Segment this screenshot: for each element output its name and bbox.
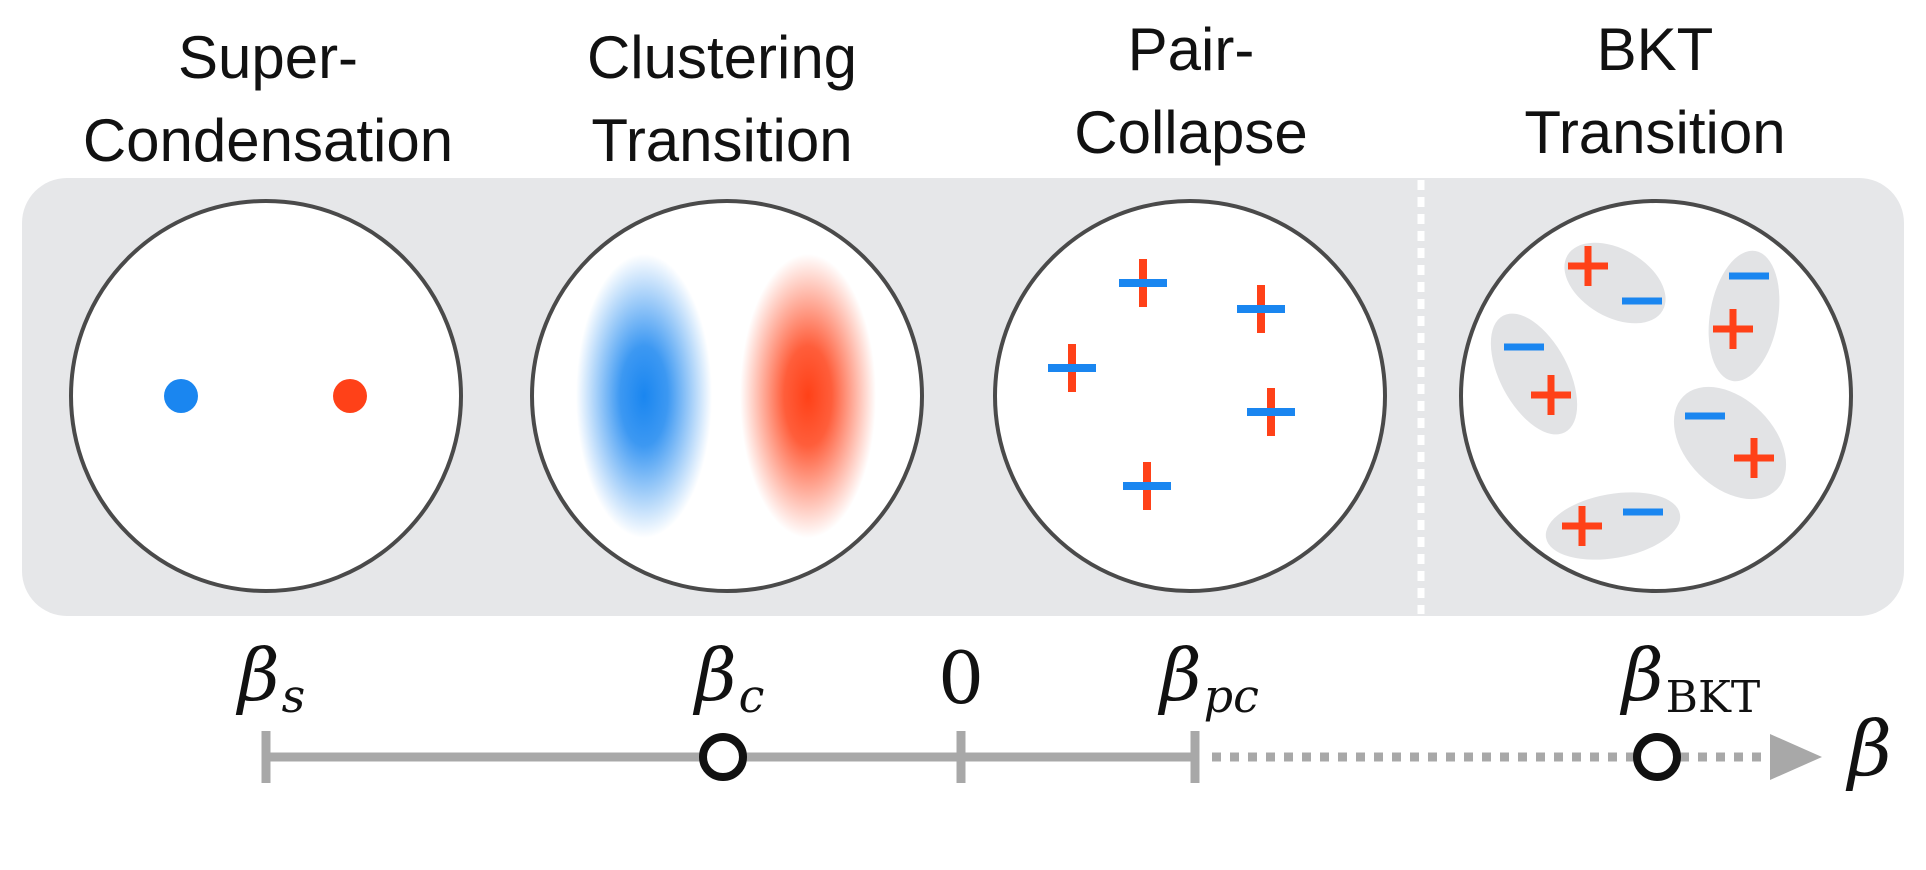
dipole-pair [1545,492,1681,560]
axis-zero-label: 0 [938,636,984,720]
title-line: BKT [1597,16,1714,83]
positive-vortex-glyph [1734,438,1774,478]
marker-label-beta-pc: βpc [1157,633,1259,723]
phase-title-clustering-transition: Clustering Transition [587,24,857,174]
positive-cluster-blob [740,254,876,538]
axis-arrowhead [1770,734,1822,780]
phase-title-super-condensation: Super- Condensation [83,24,453,174]
title-line: Pair- [1128,16,1255,83]
critical-point-beta-bkt [1633,733,1681,781]
dipole-pair [1490,313,1578,435]
clustering-disc [530,199,924,593]
collapsed-pair-glyph [1119,259,1167,307]
title-line: Condensation [83,107,453,174]
super-condensation-disc [69,199,463,593]
marker-label-beta-bkt: βBKT [1619,633,1760,723]
pair-collapse-disc [993,199,1387,593]
negative-point-charge [164,379,198,413]
bkt-disc [1459,199,1853,593]
negative-cluster-blob [576,254,712,538]
dipole-envelope [1708,250,1780,382]
dipole-pair [1673,386,1787,500]
beta-axis: βs βc 0 βpc βBKT β [235,633,1892,793]
collapsed-pair-glyph [1237,285,1285,333]
positive-vortex-glyph [1568,246,1608,286]
positive-vortex-glyph [1713,309,1753,349]
title-line: Collapse [1074,99,1307,166]
dipole-pair [1708,250,1780,382]
marker-label-beta-c: βc [692,633,764,723]
phase-title-pair-collapse: Pair- Collapse [1074,16,1307,166]
title-line: Super- [178,24,358,91]
phase-panel [22,178,1904,616]
axis-label-beta: β [1845,704,1892,793]
positive-vortex-glyph [1562,506,1602,546]
collapsed-pair-glyph [1247,388,1295,436]
dipole-pair [1564,242,1666,324]
collapsed-pair-glyph [1048,344,1096,392]
title-line: Clustering [587,24,857,91]
title-line: Transition [1524,99,1785,166]
marker-label-beta-s: βs [235,633,305,723]
title-line: Transition [591,107,852,174]
collapsed-pair-glyph [1123,462,1171,510]
phase-title-bkt-transition: BKT Transition [1524,16,1785,166]
positive-point-charge [333,379,367,413]
positive-vortex-glyph [1531,375,1571,415]
critical-point-beta-c [699,733,747,781]
